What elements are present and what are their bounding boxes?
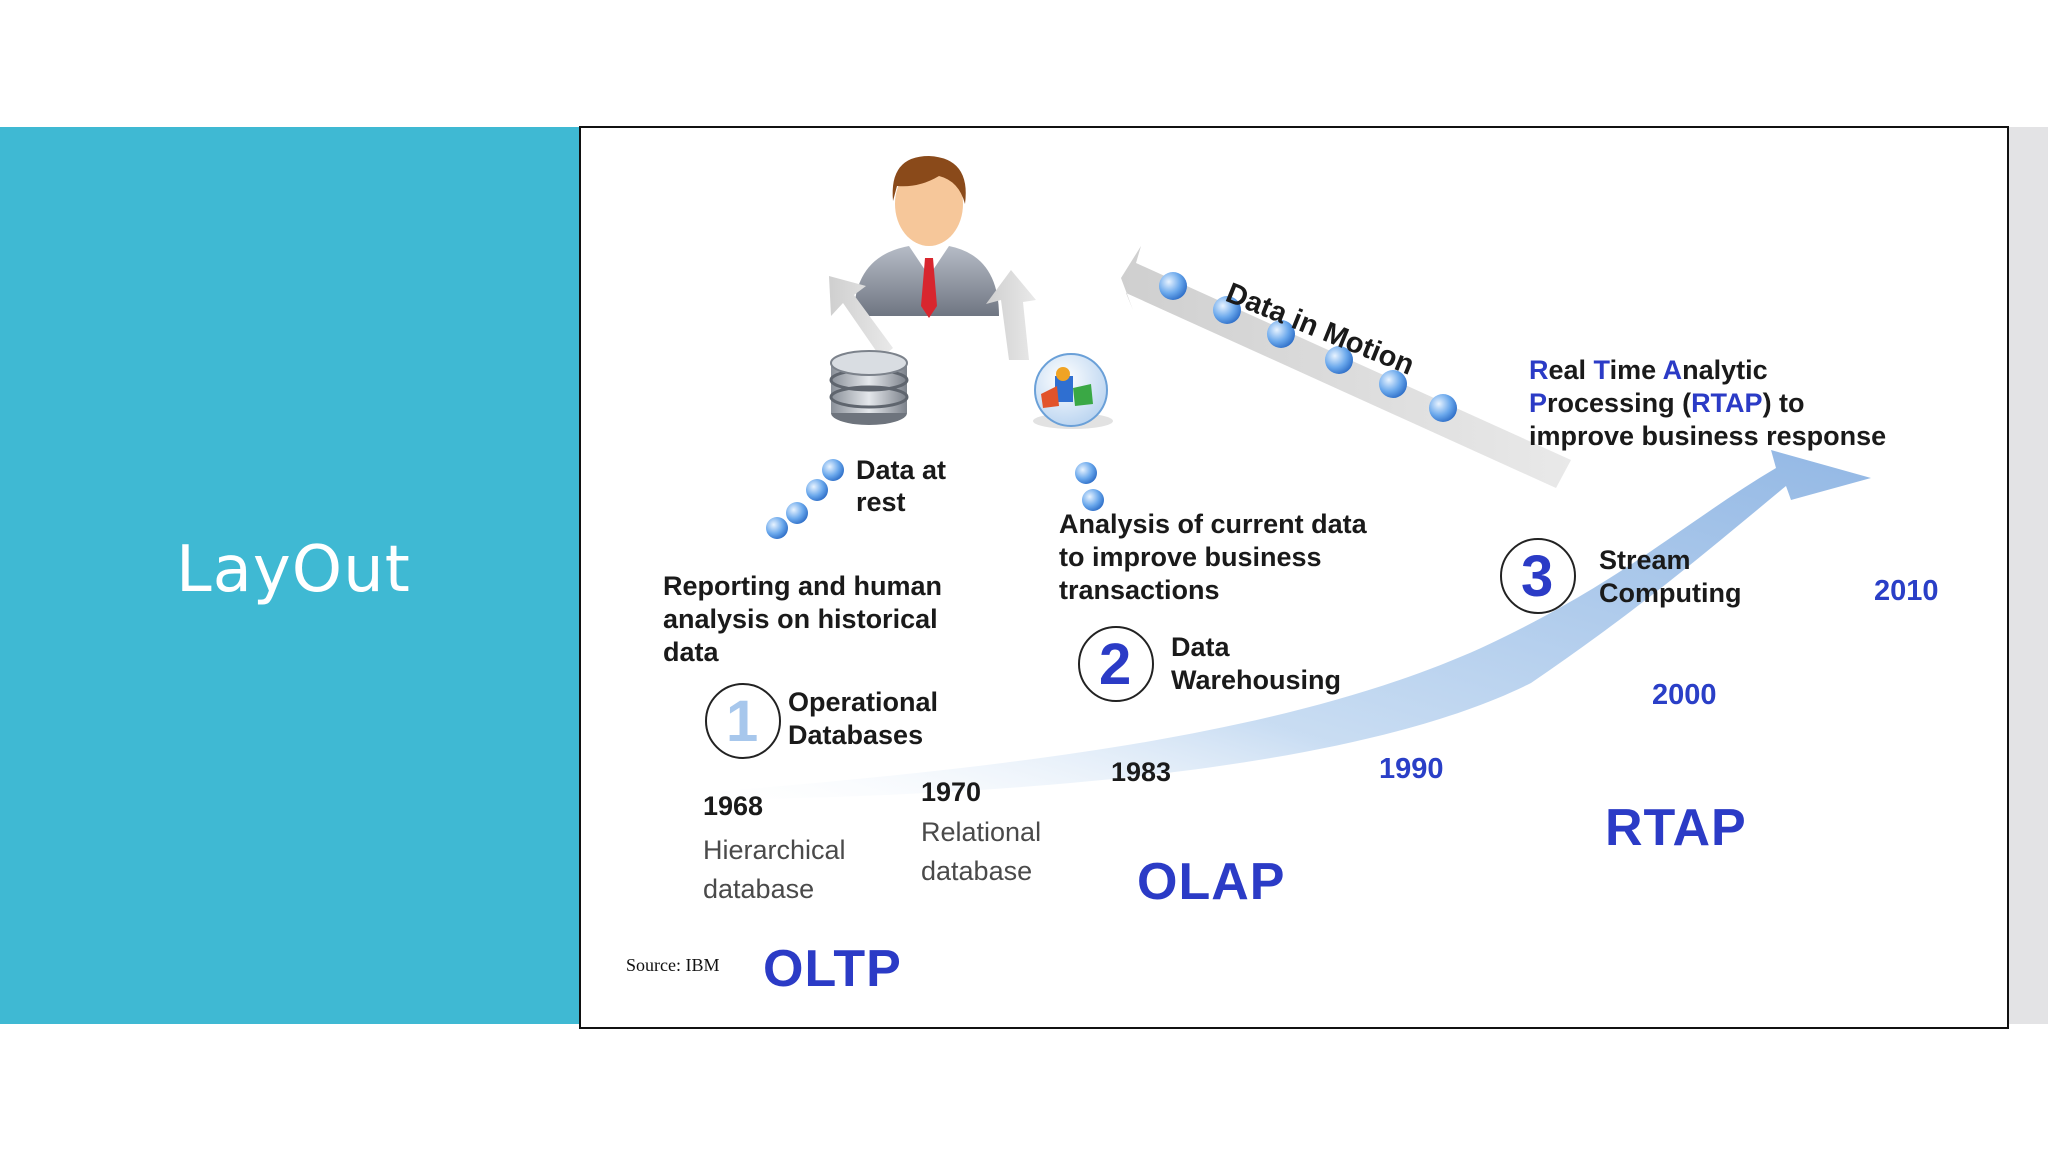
era-label-olap: OLAP xyxy=(1137,853,1286,911)
right-edge-strip xyxy=(2008,127,2048,1024)
milestone-year-1983: 1983 xyxy=(1111,757,1172,787)
source-credit: Source: IBM xyxy=(626,955,720,975)
analysis-bubbles xyxy=(1075,462,1104,511)
stage-1-description-line2: analysis on historical xyxy=(663,604,938,634)
evolution-diagram: 1 2 3 Data at rest Data in Motion Report… xyxy=(579,126,2009,1029)
stage-2-label-line2: Warehousing xyxy=(1171,665,1342,695)
stage-3-circle xyxy=(1500,538,1576,614)
milestone-year-2010: 2010 xyxy=(1874,575,1939,607)
milestone-1970-line1: Relational xyxy=(921,817,1042,847)
title-panel xyxy=(0,127,580,1024)
stage-1-description-line3: data xyxy=(663,637,719,667)
era-label-rtap: RTAP xyxy=(1605,799,1747,857)
data-in-motion-bubbles xyxy=(1159,272,1457,422)
rtap-heading-line3: improve business response xyxy=(1529,421,1887,451)
stage-1-circle xyxy=(705,683,781,759)
data-at-rest-label-line1: Data at xyxy=(856,455,947,485)
stage-2-label-line1: Data xyxy=(1171,632,1230,662)
stage-3-label-line1: Stream xyxy=(1599,545,1691,575)
milestone-year-1990: 1990 xyxy=(1379,753,1444,785)
milestone-1970-line2: database xyxy=(921,856,1033,886)
database-icon xyxy=(829,350,909,425)
data-at-rest-bubbles xyxy=(766,459,844,539)
person-icon xyxy=(854,156,999,318)
stage-2-description-line2: to improve business xyxy=(1059,542,1322,572)
stage-1-description-line1: Reporting and human xyxy=(663,571,942,601)
stage-1-label-line1: Operational xyxy=(788,687,939,717)
analytics-globe-icon xyxy=(1033,353,1113,429)
stage-1-number: 1 xyxy=(726,689,759,754)
diagram-graphics xyxy=(701,156,1871,800)
stage-2-description-line1: Analysis of current data xyxy=(1059,509,1367,539)
milestone-year-2000: 2000 xyxy=(1652,679,1717,711)
stage-2-description-line3: transactions xyxy=(1059,575,1220,605)
growth-arrow xyxy=(701,450,1871,800)
rtap-heading-line2: Processing (RTAP) to xyxy=(1529,388,1805,418)
stage-3-label-line2: Computing xyxy=(1599,578,1742,608)
stage-2-number: 2 xyxy=(1099,632,1132,697)
milestone-year-1968: 1968 xyxy=(703,791,764,821)
milestone-1968-line2: database xyxy=(703,874,815,904)
era-label-oltp: OLTP xyxy=(763,940,902,998)
stage-1-label-line2: Databases xyxy=(788,720,924,750)
data-at-rest-label-line2: rest xyxy=(856,487,906,517)
analysis-to-person-arrow xyxy=(986,270,1036,360)
rest-to-person-arrow xyxy=(829,276,893,358)
stage-2-circle xyxy=(1078,626,1154,702)
stage-3-number: 3 xyxy=(1521,544,1554,609)
milestone-year-1970: 1970 xyxy=(921,777,982,807)
rtap-heading-line1: Real Time Analytic xyxy=(1529,355,1768,385)
milestone-1968-line1: Hierarchical xyxy=(703,835,846,865)
slide-title: LayOut xyxy=(176,533,411,607)
